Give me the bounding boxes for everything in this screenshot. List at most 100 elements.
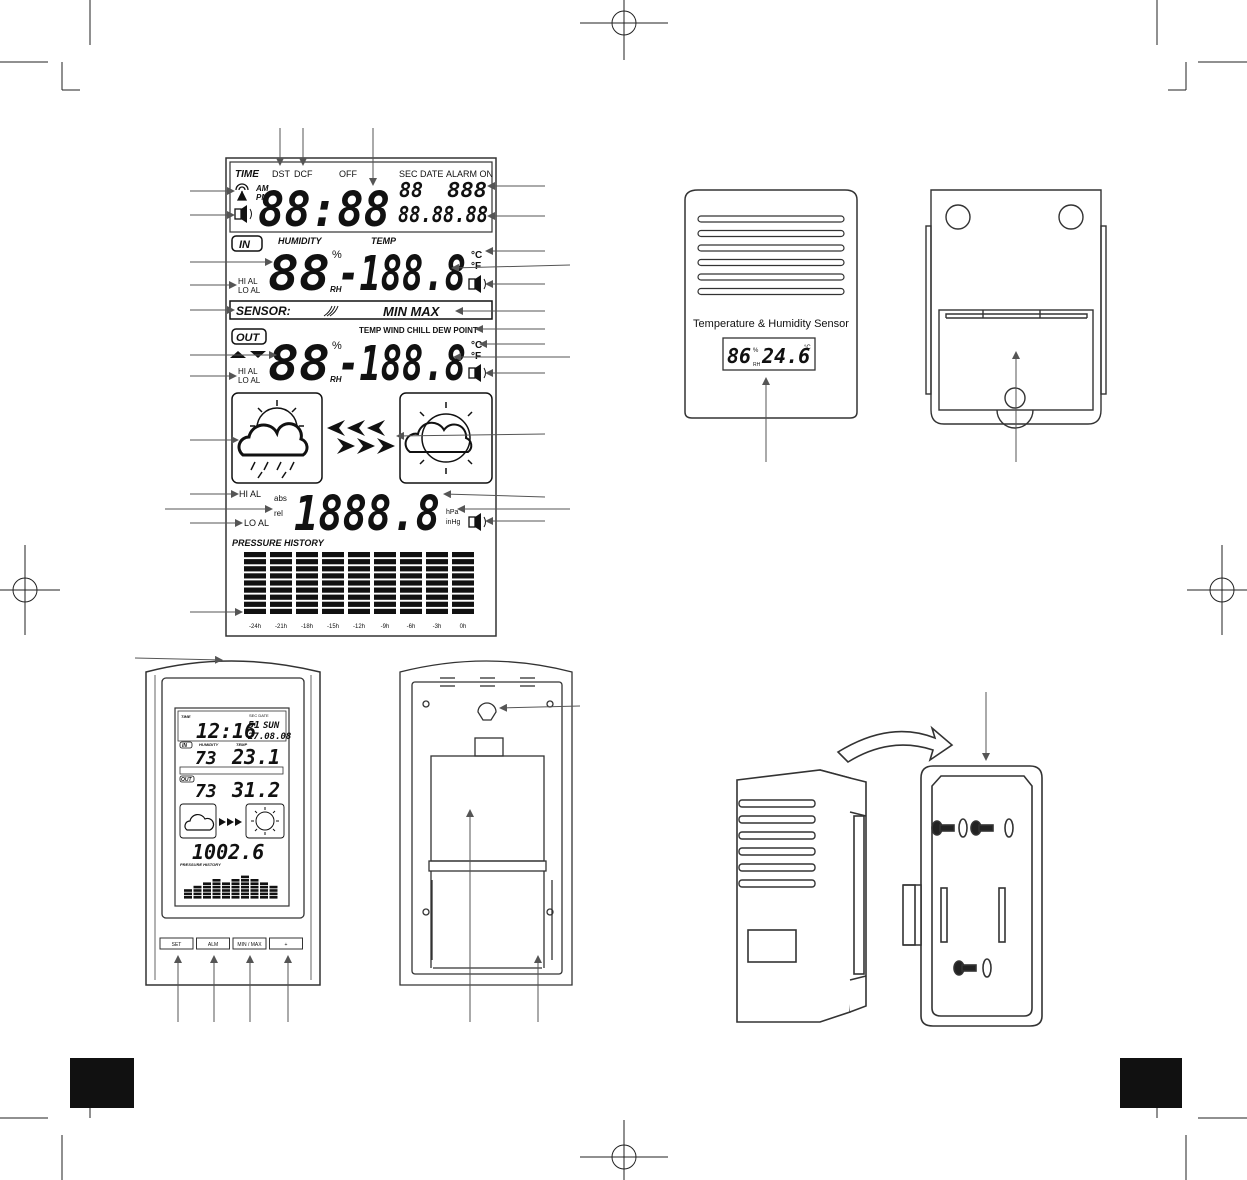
vent-slot <box>738 815 816 824</box>
am-label: AM <box>255 184 269 193</box>
history-tick-label: -6h <box>407 624 416 630</box>
in-badge <box>231 235 263 252</box>
front-pressure-history-label: PRESSURE HISTORY <box>180 862 221 867</box>
pressure-lo-al: LO AL <box>244 518 269 528</box>
front-callouts <box>134 655 292 1022</box>
forecast-trend-arrows-icon <box>327 420 395 454</box>
pressure-history-label: PRESSURE HISTORY <box>232 538 325 548</box>
sensor-back-screw-hole-right <box>1058 204 1084 230</box>
button-label: MIN / MAX <box>237 942 262 948</box>
history-segment <box>296 608 318 614</box>
vent-slot <box>738 847 816 856</box>
sensor-rh: RH <box>753 362 761 368</box>
history-segment <box>322 594 344 600</box>
button-body[interactable] <box>269 937 303 950</box>
history-segment <box>452 559 474 565</box>
front-history-segment <box>203 892 211 896</box>
seconds-digits: 88 <box>399 178 423 202</box>
history-segment <box>270 608 292 614</box>
sun-cloud-rain-icon <box>237 400 309 479</box>
out-pct: % <box>332 340 342 352</box>
front-history-segment <box>193 885 202 889</box>
front-history-segment <box>269 885 278 889</box>
history-segment <box>348 580 370 586</box>
history-segment <box>244 566 266 572</box>
sensor-humidity: 86 <box>727 344 751 368</box>
history-segment <box>452 594 474 600</box>
history-tick-label: -24h <box>249 624 261 630</box>
station-button-3[interactable]: MIN / MAX <box>232 937 267 950</box>
history-segment <box>244 601 266 607</box>
front-temp-label: TEMP <box>236 742 247 747</box>
history-segment <box>400 587 422 593</box>
mounted-sensor-vents <box>738 799 816 888</box>
sensor-back-screw-hole-left <box>945 204 971 230</box>
page-tab-right <box>1120 1058 1182 1108</box>
button-body[interactable] <box>232 937 267 950</box>
front-history-segment <box>250 892 259 896</box>
out-lo-al: LO AL <box>238 376 261 385</box>
front-history-segment <box>250 889 259 892</box>
front-cloud-icon <box>184 813 215 831</box>
time-label: TIME <box>235 169 259 180</box>
in-humidity-label: HUMIDITY <box>278 236 322 246</box>
history-segment <box>374 573 396 579</box>
inhg-label: inHg <box>446 519 461 526</box>
vent-slot <box>697 229 845 238</box>
history-tick-label: -15h <box>327 624 339 630</box>
front-history-segment <box>260 896 268 899</box>
rel-label: rel <box>274 509 283 518</box>
history-segment <box>270 587 292 593</box>
sensor-mounting-illustration <box>736 725 1043 1027</box>
history-segment <box>426 552 448 558</box>
sensor-back-view <box>925 189 1107 429</box>
station-button-1[interactable]: SET <box>159 937 194 950</box>
in-badge-label: IN <box>239 239 251 251</box>
in-lo-al: LO AL <box>238 286 261 295</box>
history-tick-label: 0h <box>460 624 467 630</box>
history-segment <box>348 594 370 600</box>
front-sec-date-label: SEC DATE <box>249 713 269 718</box>
front-history-segment <box>231 892 240 896</box>
min-max-label: MIN MAX <box>383 304 441 319</box>
front-history-segment <box>193 892 202 896</box>
lcd-callouts <box>165 128 571 616</box>
button-body[interactable] <box>196 937 230 950</box>
history-segment <box>322 601 344 607</box>
front-history-segment <box>250 885 259 889</box>
history-segment <box>426 601 448 607</box>
history-tick-label: -12h <box>353 624 365 630</box>
history-segment <box>374 552 396 558</box>
front-history-segment <box>260 889 268 892</box>
front-history-segment <box>269 889 278 892</box>
history-segment <box>296 573 318 579</box>
front-history-segment <box>212 879 221 882</box>
button-label: + <box>285 942 288 948</box>
history-segment <box>452 573 474 579</box>
station-button-4[interactable]: + <box>269 937 303 950</box>
front-history-segment <box>222 892 230 896</box>
history-segment <box>348 552 370 558</box>
history-segment <box>322 573 344 579</box>
history-segment <box>244 587 266 593</box>
history-segment <box>400 580 422 586</box>
history-segment <box>452 608 474 614</box>
front-history-segment <box>212 892 221 896</box>
station-button-2[interactable]: ALM <box>196 937 230 950</box>
station-back-view <box>399 660 573 986</box>
dst-label: DST <box>272 169 291 179</box>
history-segment <box>296 587 318 593</box>
button-body[interactable] <box>159 937 194 950</box>
front-history-segment <box>260 882 268 885</box>
vent-slot <box>738 863 816 872</box>
vent-slot <box>697 244 845 252</box>
front-out-temp: 31.2 <box>231 778 280 802</box>
front-history-segment <box>231 885 240 889</box>
front-history-segment <box>193 889 202 892</box>
front-date: 27.08.08 <box>247 732 291 742</box>
history-segment <box>244 608 266 614</box>
out-rh: RH <box>330 375 342 384</box>
